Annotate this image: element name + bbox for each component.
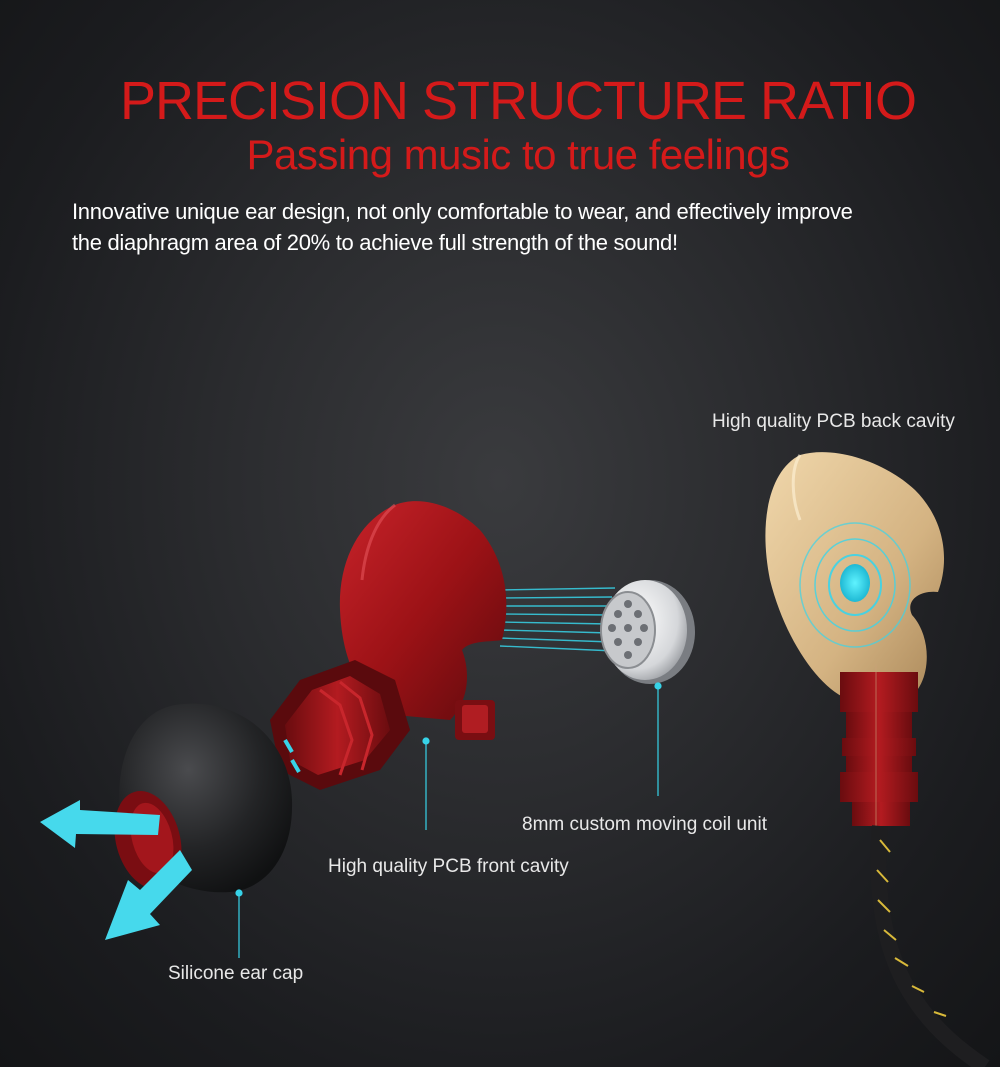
silicone-ear-cap bbox=[114, 703, 293, 893]
callout-ear-cap: Silicone ear cap bbox=[168, 963, 304, 984]
callout-front-cavity: High quality PCB front cavity bbox=[328, 856, 569, 877]
sound-wave-lines bbox=[499, 587, 616, 652]
moving-coil-driver bbox=[600, 580, 695, 684]
description-text: Innovative unique ear design, not only c… bbox=[72, 196, 972, 258]
headline-subtitle: Passing music to true feelings bbox=[246, 131, 790, 178]
pcb-back-cavity-shell bbox=[765, 452, 945, 700]
callout-back-cavity: High quality PCB back cavity bbox=[712, 411, 955, 432]
headline-title: PRECISION STRUCTURE RATIO bbox=[119, 71, 917, 131]
pcb-back-cavity-stem bbox=[840, 664, 918, 826]
pcb-front-cavity-shell bbox=[339, 501, 507, 740]
sound-direction-arrows bbox=[40, 800, 192, 940]
description-line-1: Innovative unique ear design, not only c… bbox=[72, 199, 853, 224]
callout-coil-unit: 8mm custom moving coil unit bbox=[522, 814, 767, 835]
front-cavity-nozzle bbox=[270, 660, 410, 790]
description-line-2: the diaphragm area of 20% to achieve ful… bbox=[72, 230, 678, 255]
callout-lines bbox=[235, 682, 662, 958]
earphone-cable bbox=[870, 825, 990, 1067]
